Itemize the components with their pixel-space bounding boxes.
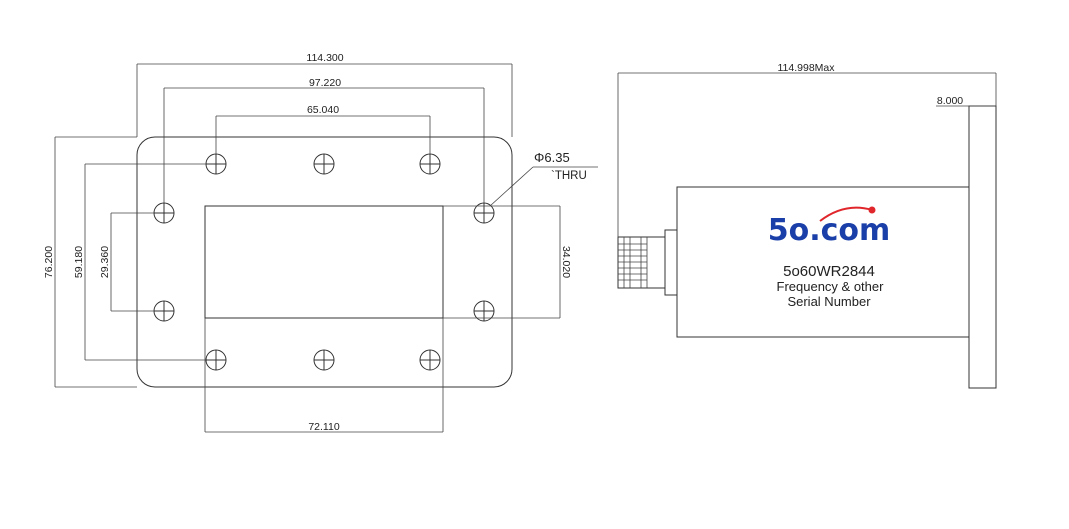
dim-label-hole-span-outer: 97.220 (309, 77, 341, 89)
label-frequency: Frequency & other (777, 279, 885, 294)
mounting-hole (153, 202, 175, 224)
dim-label-hole-span-vert-inner: 29.360 (99, 246, 111, 278)
side-view: 114.998Max 8.000 5o.com 5o60WR2844 Frequ… (617, 62, 997, 389)
brand-logo-text: 5o.com (768, 213, 891, 248)
front-view: 114.300 97.220 65.040 72.110 76. (43, 52, 598, 433)
side-flange (968, 105, 997, 389)
mounting-hole (313, 153, 335, 175)
dim-hole-span-outer: 97.220 (163, 77, 485, 203)
mounting-hole (419, 153, 441, 175)
label-serial: Serial Number (787, 294, 871, 309)
dim-label-overall-length: 114.998Max (777, 62, 835, 74)
mounting-hole (205, 349, 227, 371)
logo-swoosh (819, 206, 873, 222)
hole-diameter-label: Φ6.35 (534, 150, 570, 165)
hole-callout: Φ6.35 `THRU (489, 150, 598, 207)
mounting-hole (419, 349, 441, 371)
model-number: 5o60WR2844 (783, 263, 875, 280)
hole-thru-label: `THRU (551, 170, 587, 182)
mounting-holes (153, 153, 495, 371)
coax-connector (617, 229, 678, 296)
adapter-body (676, 186, 970, 338)
logo-dot (868, 206, 876, 214)
dim-label-overall-height: 76.200 (43, 246, 55, 278)
brand-logo: 5o.com (768, 206, 891, 248)
dim-label-hole-span-vert-outer: 59.180 (73, 246, 85, 278)
dim-label-aperture-height: 34.020 (560, 246, 572, 278)
dim-hole-span-vert-outer: 59.180 (73, 163, 206, 361)
dim-label-aperture-width: 72.110 (308, 421, 339, 433)
dim-label-flange-thickness: 8.000 (937, 95, 963, 107)
mounting-hole (153, 300, 175, 322)
mounting-hole (313, 349, 335, 371)
dim-flange-thickness: 8.000 (936, 95, 996, 107)
mounting-hole (205, 153, 227, 175)
flange-outline (136, 136, 513, 388)
waveguide-aperture (204, 205, 444, 319)
dim-hole-span-vert-inner: 29.360 (99, 212, 154, 312)
dim-hole-span-top: 65.040 (215, 104, 431, 154)
dim-label-hole-span-top: 65.040 (307, 104, 339, 116)
dim-overall-width: 114.300 (136, 52, 513, 137)
dim-overall-length: 114.998Max (617, 62, 997, 237)
dim-overall-height: 76.200 (43, 136, 137, 388)
dim-aperture-width: 72.110 (204, 318, 444, 433)
dim-aperture-height: 34.020 (443, 205, 572, 319)
dim-label-overall-width: 114.300 (306, 52, 343, 64)
